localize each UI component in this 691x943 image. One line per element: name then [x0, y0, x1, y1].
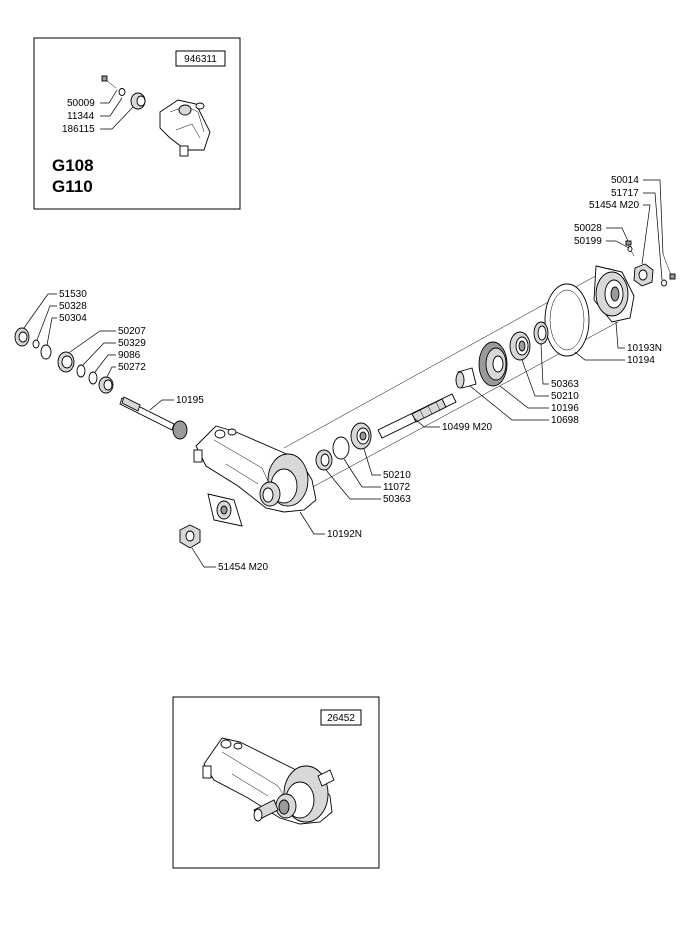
label-50363-mid: 50363: [383, 494, 411, 505]
leader-11344: [100, 97, 123, 117]
gasket-10194-icon: [544, 283, 590, 357]
hub-10193n-icon: [593, 265, 635, 323]
bolt-50014-icon: [662, 253, 676, 280]
label-186115: 186115: [62, 124, 95, 135]
bushing-50272-icon: [98, 376, 114, 394]
label-51454-m20-bottom: 51454 M20: [218, 562, 268, 573]
leader-50363-mid: [325, 469, 381, 500]
flange-plate-icon: [207, 493, 243, 527]
circlip-50304-icon: [40, 344, 52, 360]
label-10196: 10196: [551, 403, 579, 414]
leader-50329: [82, 342, 116, 366]
washer-51717-icon: [661, 279, 667, 287]
bearing-50210-mid-icon: [350, 422, 372, 450]
model-g110: G110: [52, 177, 93, 196]
label-50210-mid: 50210: [383, 470, 411, 481]
leader-50207: [69, 330, 116, 353]
label-50272: 50272: [118, 362, 146, 373]
label-9086: 9086: [118, 350, 141, 361]
ring-9086-icon: [88, 371, 98, 385]
leader-9086: [94, 354, 116, 373]
label-10499-m20: 10499 M20: [442, 422, 492, 433]
label-50207: 50207: [118, 326, 146, 337]
nut-51454-bottom-icon: [179, 524, 201, 549]
label-50009: 50009: [67, 98, 95, 109]
leader-50328: [36, 305, 57, 341]
leader-10499: [413, 417, 440, 428]
label-10194: 10194: [627, 355, 655, 366]
leader-50304: [46, 317, 57, 346]
label-50363-right: 50363: [551, 379, 579, 390]
seal-51530-icon: [14, 327, 30, 347]
inset-bottom: 26452: [172, 696, 380, 869]
inset-top-ref-number: 946311: [184, 54, 217, 65]
leader-10698: [469, 385, 549, 421]
label-50014: 50014: [611, 175, 639, 186]
bevel-gear-10196-icon: [478, 341, 508, 387]
label-50028: 50028: [574, 223, 602, 234]
inset-bottom-ref-number: 26452: [327, 713, 355, 724]
leader-50028: [606, 227, 629, 242]
inset-screw-icon: [101, 75, 117, 89]
bearing-50207-icon: [57, 351, 75, 373]
seal-50363-mid-icon: [315, 449, 333, 471]
inset-bottom-ref-box: [320, 709, 362, 726]
leader-11072: [343, 458, 381, 488]
inset-bushing-icon: [130, 92, 146, 110]
leader-51530: [23, 293, 57, 329]
inset-housing-icon: [159, 99, 211, 157]
label-51717: 51717: [611, 188, 639, 199]
label-50210-right: 50210: [551, 391, 579, 402]
leader-10192n: [299, 511, 325, 535]
leader-10195: [149, 399, 174, 411]
ring-50328-icon: [32, 339, 40, 349]
snap-ring-11072-icon: [332, 436, 350, 460]
label-10698: 10698: [551, 415, 579, 426]
inset-washer-icon: [118, 88, 126, 96]
housing-10192n-icon: [193, 425, 317, 513]
leader-50014: [643, 179, 664, 255]
leader-50272: [106, 366, 116, 378]
model-g108: G108: [52, 156, 94, 175]
label-51454-m20-top: 51454 M20: [589, 200, 639, 211]
ring-50329-icon: [76, 364, 86, 378]
label-11072: 11072: [383, 482, 411, 493]
washer-50199-icon: [627, 246, 633, 252]
pinion-shaft-10195-icon: [119, 396, 188, 440]
label-11344: 11344: [67, 111, 95, 122]
label-50304: 50304: [59, 313, 87, 324]
leader-50363-right: [540, 343, 549, 385]
label-51530: 51530: [59, 289, 87, 300]
label-10192n: 10192N: [327, 529, 362, 540]
bearing-50210-right-icon: [509, 331, 531, 361]
label-10195: 10195: [176, 395, 204, 406]
leader-10194: [574, 351, 625, 361]
leader-50199: [606, 240, 630, 249]
spacer-10698-icon: [455, 367, 477, 389]
nut-51454-top-icon: [633, 263, 654, 287]
leader-51454-bottom: [191, 547, 216, 568]
leader-10196: [499, 385, 549, 409]
leader-186115: [100, 106, 134, 130]
leader-50210-mid: [363, 448, 381, 476]
label-50329: 50329: [118, 338, 146, 349]
leader-51454-top: [641, 204, 651, 265]
label-50328: 50328: [59, 301, 87, 312]
assembled-unit-icon: [202, 737, 335, 825]
main-exploded-view: 50014 51717 51454 M20 50028 50199 10193N…: [14, 175, 676, 573]
label-10193n: 10193N: [627, 343, 662, 354]
leader-50009: [100, 89, 118, 104]
leader-10193n: [615, 321, 625, 349]
leader-51717: [643, 192, 663, 281]
seal-50363-right-icon: [533, 321, 549, 345]
label-50199: 50199: [574, 236, 602, 247]
shaft-10499-icon: [377, 393, 457, 439]
leader-50210-right: [521, 359, 549, 397]
inset-top: 946311 50009 11344 186115 G108 G110: [33, 37, 241, 210]
inset-top-ref-box: [175, 50, 226, 67]
